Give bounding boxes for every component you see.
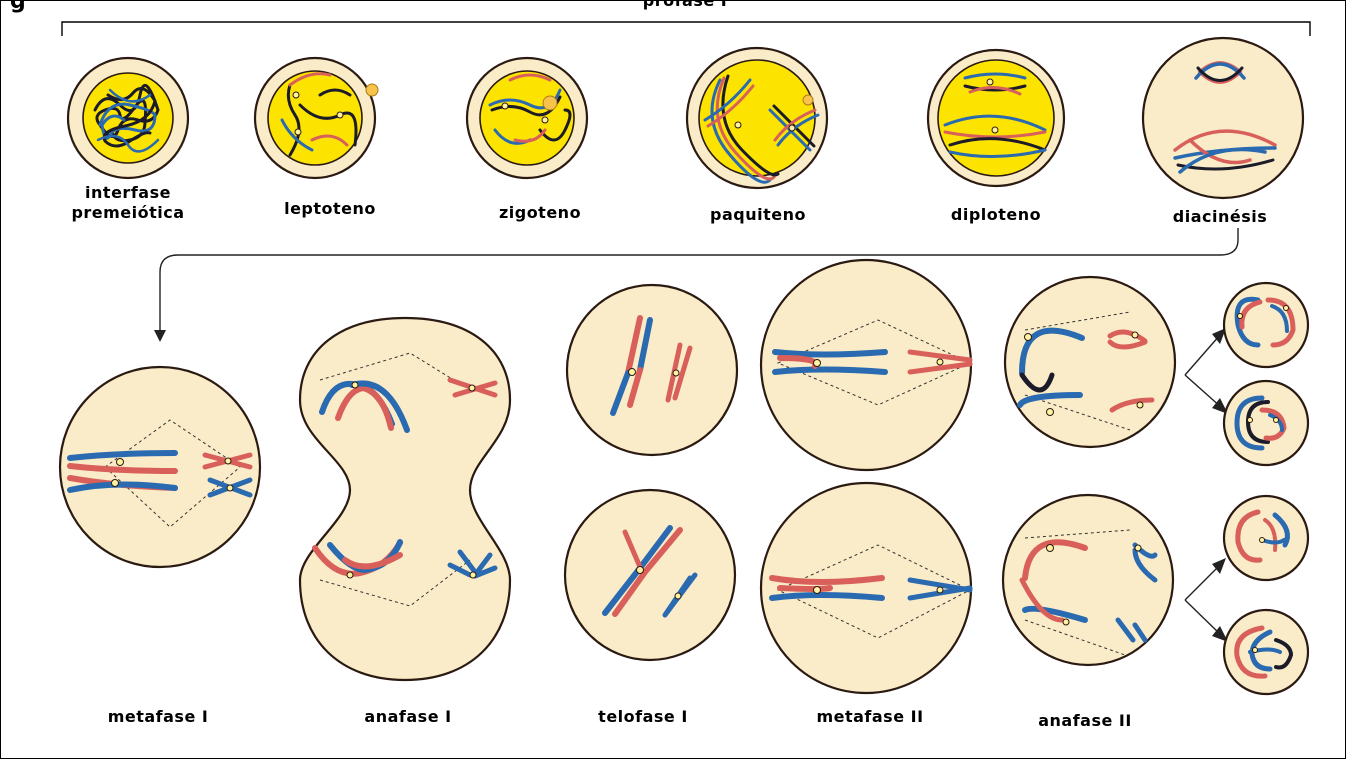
cell-paquiteno	[687, 48, 827, 188]
prophase-bracket	[62, 22, 1310, 36]
label-metafase-2: metafase II	[816, 707, 923, 726]
label-anafase-1: anafase I	[364, 707, 451, 726]
label-diploteno: diploteno	[951, 205, 1041, 224]
label-telofase-1: telofase I	[598, 707, 688, 726]
cell-interfase	[68, 58, 188, 178]
label-zigoteno: zigoteno	[499, 203, 581, 222]
label-anafase-2: anafase II	[1038, 711, 1132, 730]
cell-telofase-1-bottom	[565, 490, 735, 660]
label-paquiteno: paquiteno	[710, 205, 806, 224]
cell-metafase-1	[60, 367, 260, 567]
daughter-cell-3	[1224, 496, 1308, 580]
cell-metafase-2-bottom	[761, 483, 971, 693]
prophase-title: profase I	[643, 0, 728, 10]
label-metafase-1: metafase I	[108, 707, 209, 726]
daughter-cell-1	[1224, 283, 1308, 367]
branch-arrows-bottom	[1185, 558, 1228, 642]
daughter-cell-4	[1224, 610, 1308, 694]
cell-leptoteno	[255, 58, 378, 178]
label-interfase-line2: premeiótica	[71, 203, 184, 222]
label-interfase-line1: interfase	[85, 183, 171, 202]
branch-arrows-top	[1185, 328, 1228, 414]
cell-anafase-2-bottom	[1003, 495, 1173, 665]
cell-zigoteno	[467, 58, 587, 178]
daughter-cell-2	[1224, 381, 1308, 465]
cell-diploteno	[928, 50, 1064, 186]
corner-label: g	[10, 0, 26, 14]
cell-diacinesis	[1143, 38, 1303, 198]
sequence-arrowhead	[154, 330, 166, 342]
cell-telofase-1-top	[567, 285, 737, 455]
label-diacinesis: diacinésis	[1173, 207, 1267, 226]
cell-anafase-1	[300, 318, 510, 680]
cell-metafase-2-top	[761, 260, 971, 470]
cell-anafase-2-top	[1005, 277, 1175, 447]
label-leptoteno: leptoteno	[284, 199, 376, 218]
